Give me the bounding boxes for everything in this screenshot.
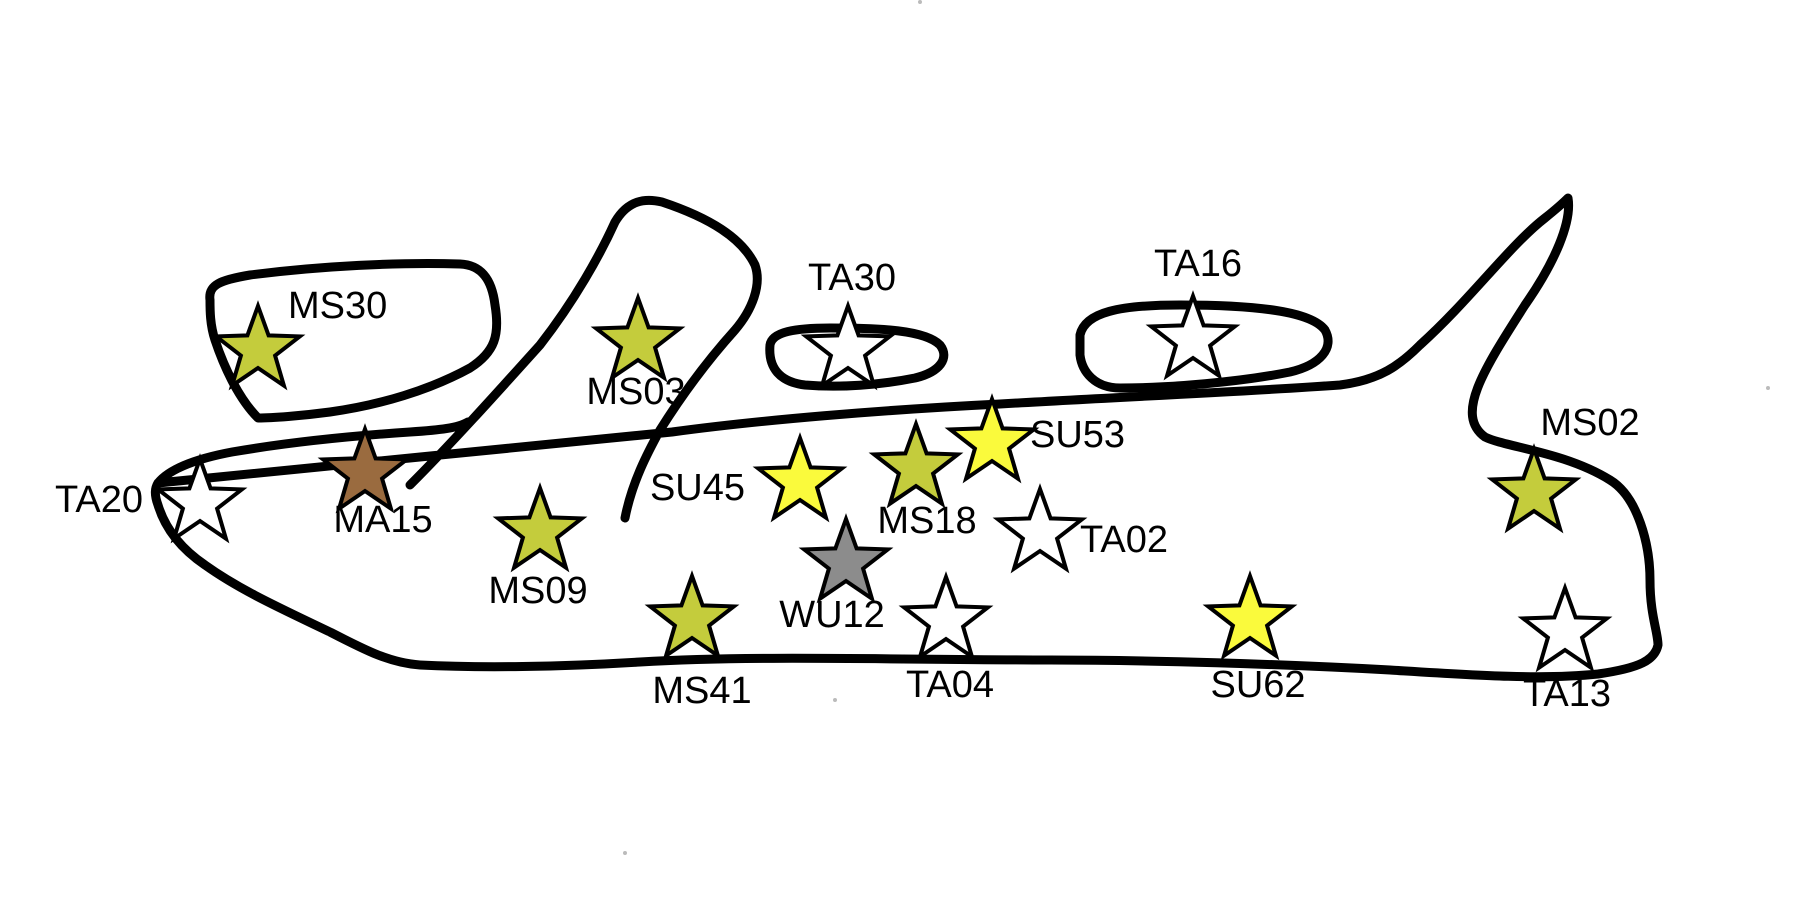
site-ma15: MA15 [317,423,433,541]
site-label: SU45 [650,467,745,509]
ta16-region-outline [1075,300,1333,393]
star-icon [210,300,306,391]
star-icon [644,570,740,661]
site-label: TA04 [906,664,994,706]
site-ms09: MS09 [488,482,588,612]
site-su53: SU53 [944,393,1125,484]
speck [623,851,627,855]
site-label: SU62 [1210,664,1305,706]
star-icon [590,292,686,383]
star-icon [1202,570,1298,661]
site-label: TA30 [808,257,896,299]
star-icon [1486,443,1582,534]
site-su62: SU62 [1202,570,1306,706]
site-ms03: MS03 [586,292,686,413]
speck [1766,386,1770,390]
site-ta16: TA16 [1145,243,1242,381]
site-label: MS02 [1540,402,1639,444]
star-icon [1517,582,1613,673]
site-su45: SU45 [650,432,848,523]
site-label: SU53 [1030,414,1125,456]
site-label: TA13 [1523,673,1611,715]
site-ta04: TA04 [898,571,994,706]
site-label: MS09 [488,570,587,612]
site-ta13: TA13 [1517,582,1613,715]
star-icon [898,571,994,662]
ta30-region-outline [765,323,949,391]
star-icon [944,393,1040,484]
site-ms18: MS18 [868,418,977,542]
site-ta20: TA20 [55,453,248,544]
site-label: MS03 [586,371,685,413]
site-label: MS30 [288,285,387,327]
site-label: TA16 [1154,243,1242,285]
speck [918,0,922,4]
site-ms30: MS30 [210,285,387,391]
star-icon [1145,290,1241,381]
site-ms41: MS41 [644,570,752,712]
site-label: WU12 [779,594,885,636]
star-icon [752,432,848,523]
site-ta02: TA02 [992,483,1168,574]
site-label: MS18 [877,500,976,542]
region-outlines [150,193,1663,682]
star-icon [798,513,894,604]
star-icon [868,418,964,509]
site-label: TA20 [55,479,143,521]
star-icon [152,453,248,544]
star-icon [800,300,896,391]
main-region-outline [150,193,1663,682]
site-label: MA15 [333,499,432,541]
site-wu12: WU12 [779,513,894,636]
site-label: TA02 [1080,519,1168,561]
site-ms02: MS02 [1486,402,1640,534]
speck [833,698,837,702]
site-ta30: TA30 [800,257,896,391]
star-icon [492,482,588,573]
site-label: MS41 [652,670,751,712]
star-icon [317,423,413,514]
star-icon [992,483,1088,574]
